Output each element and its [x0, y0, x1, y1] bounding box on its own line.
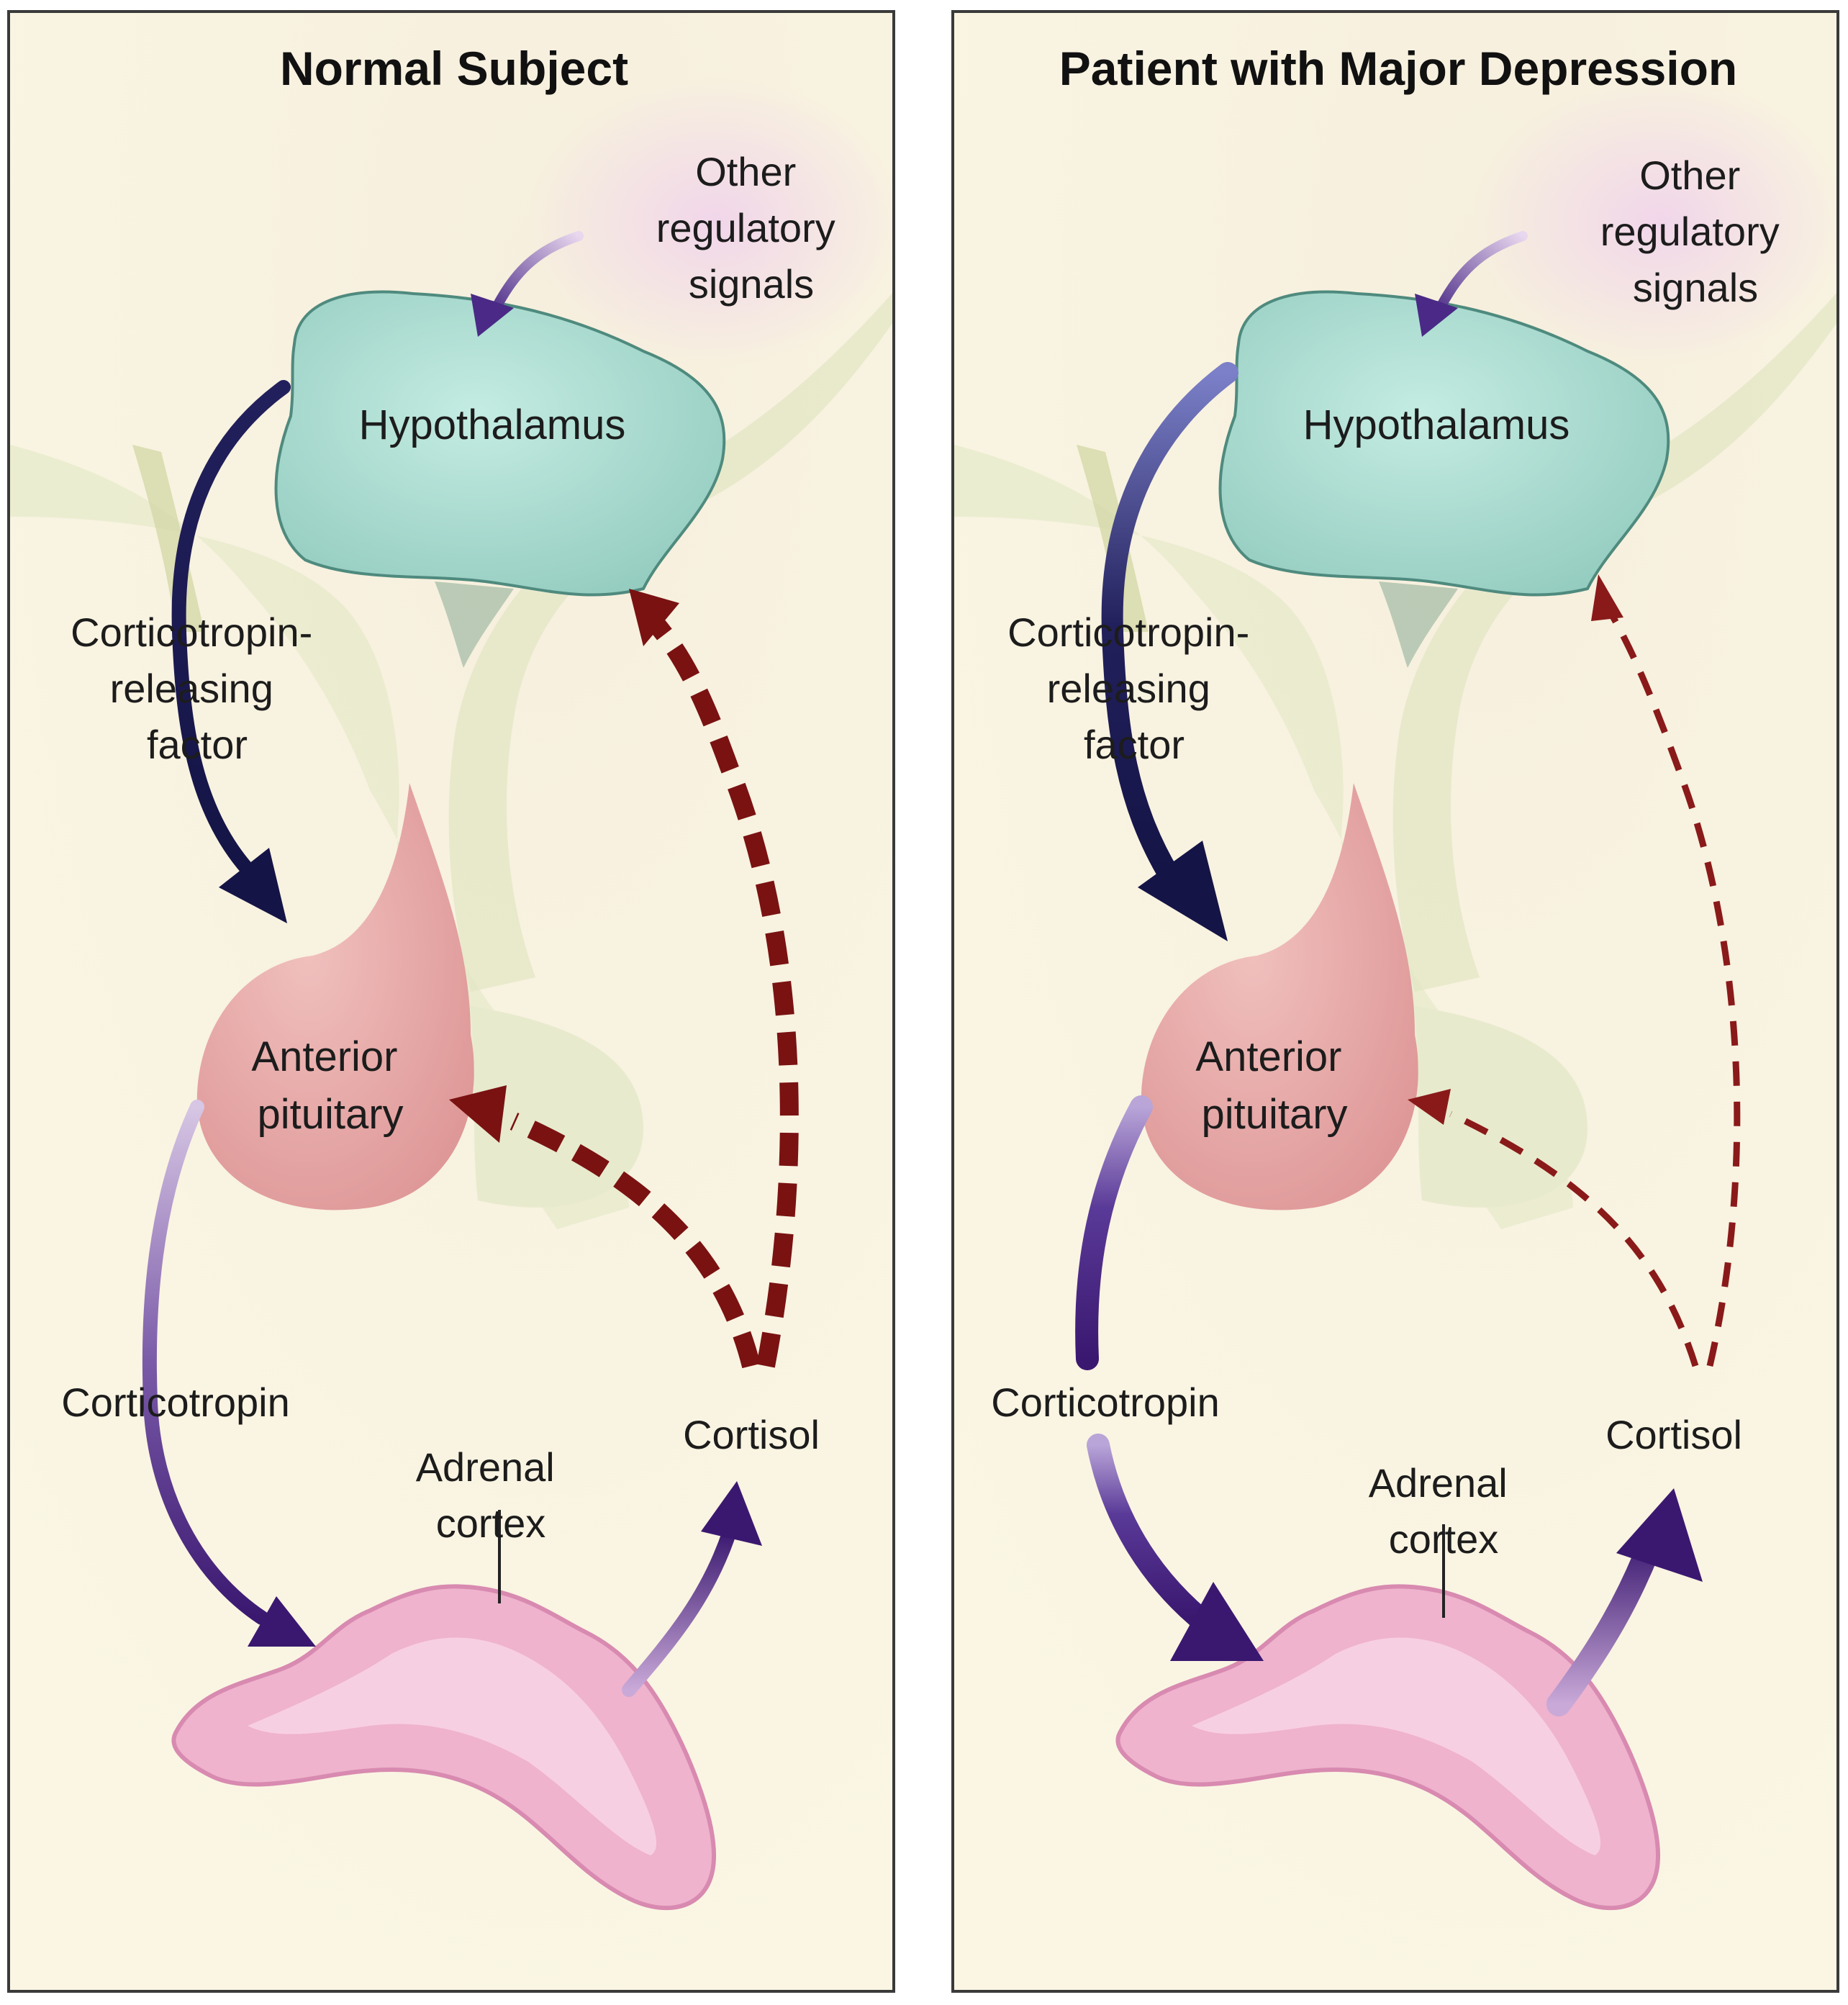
anterior-pituitary-label: Anterior pituitary [1195, 1033, 1353, 1138]
other-signals-arrow [487, 231, 584, 320]
feedback-arrow-pituitary [1449, 1110, 1699, 1367]
hypothalamus-stalk [1379, 581, 1458, 668]
feedback-arrowhead-pituitary [1408, 1089, 1451, 1125]
hypothalamus-shape [1218, 290, 1670, 597]
brain-fold [448, 293, 892, 992]
panel-major-depression: Patient with Major Depression Other regu… [951, 10, 1839, 1993]
hypothalamus-stalk [435, 581, 514, 668]
diagram-normal-subject: Normal Subject Other regulatory signals … [10, 13, 892, 1990]
feedback-arrow-hypothalamus [1606, 608, 1741, 1367]
other-signals-arrowhead [1415, 294, 1458, 337]
adrenal-medulla-shape [248, 1637, 657, 1855]
regulatory-glow [1472, 78, 1836, 366]
corticotropin-arrow-upper [1075, 1095, 1153, 1370]
adrenal-cortex-shape [171, 1584, 717, 1911]
feedback-arrowhead-pituitary [449, 1085, 507, 1143]
feedback-arrow-pituitary [509, 1113, 761, 1369]
feedback-arrowhead-hypothalamus [1591, 574, 1623, 621]
crf-arrowhead [1138, 841, 1228, 941]
posterior-pituitary-shape [1415, 1006, 1587, 1208]
feedback-arrow-hypothalamus [636, 603, 799, 1368]
corticotropin-label: Corticotropin [61, 1380, 289, 1425]
diagram-major-depression: Patient with Major Depression Other regu… [954, 13, 1836, 1990]
corticotropin-arrowhead [1170, 1582, 1264, 1661]
panel-title: Normal Subject [280, 42, 628, 95]
crf-arrowhead [219, 848, 287, 923]
panel-normal-subject: Normal Subject Other regulatory signals … [7, 10, 895, 1993]
cortisol-arrowhead [701, 1481, 762, 1546]
other-signals-arrowhead [471, 294, 514, 337]
crf-label: Corticotropin- releasing factor [1007, 610, 1261, 767]
cortisol-label: Cortisol [683, 1412, 820, 1457]
other-regulatory-signals-label: Other regulatory signals [1600, 153, 1791, 310]
panel-title: Patient with Major Depression [1059, 42, 1738, 95]
anterior-pituitary-label: Anterior pituitary [251, 1033, 409, 1138]
adrenal-cortex-shape [1115, 1584, 1661, 1911]
feedback-arrowhead-hypothalamus [629, 589, 679, 646]
corticotropin-label: Corticotropin [991, 1380, 1219, 1425]
cortisol-arrowhead [1616, 1488, 1703, 1582]
cortisol-label: Cortisol [1605, 1412, 1742, 1457]
anterior-pituitary-shape [1141, 783, 1418, 1210]
hypothalamus-shape [274, 290, 726, 597]
adrenal-cortex-label: Adrenal cortex [1369, 1460, 1519, 1562]
other-signals-arrow [1431, 231, 1528, 320]
adrenal-medulla-shape [1192, 1637, 1601, 1855]
corticotropin-arrowhead [248, 1596, 316, 1647]
corticotropin-arrow [1087, 1434, 1210, 1629]
hypothalamus-label: Hypothalamus [359, 402, 626, 448]
other-regulatory-signals-label: Other regulatory signals [656, 149, 847, 307]
cortisol-arrow [622, 1524, 737, 1697]
adrenal-cortex-label: Adrenal cortex [416, 1444, 566, 1546]
crf-label: Corticotropin- releasing factor [71, 610, 324, 767]
regulatory-glow [528, 78, 892, 366]
crf-arrow [1101, 362, 1238, 887]
anterior-pituitary-shape [196, 783, 474, 1210]
hypothalamus-label: Hypothalamus [1303, 402, 1570, 448]
brain-fold [1392, 293, 1836, 992]
crf-arrow [171, 380, 291, 877]
corticotropin-arrow [142, 1100, 269, 1625]
